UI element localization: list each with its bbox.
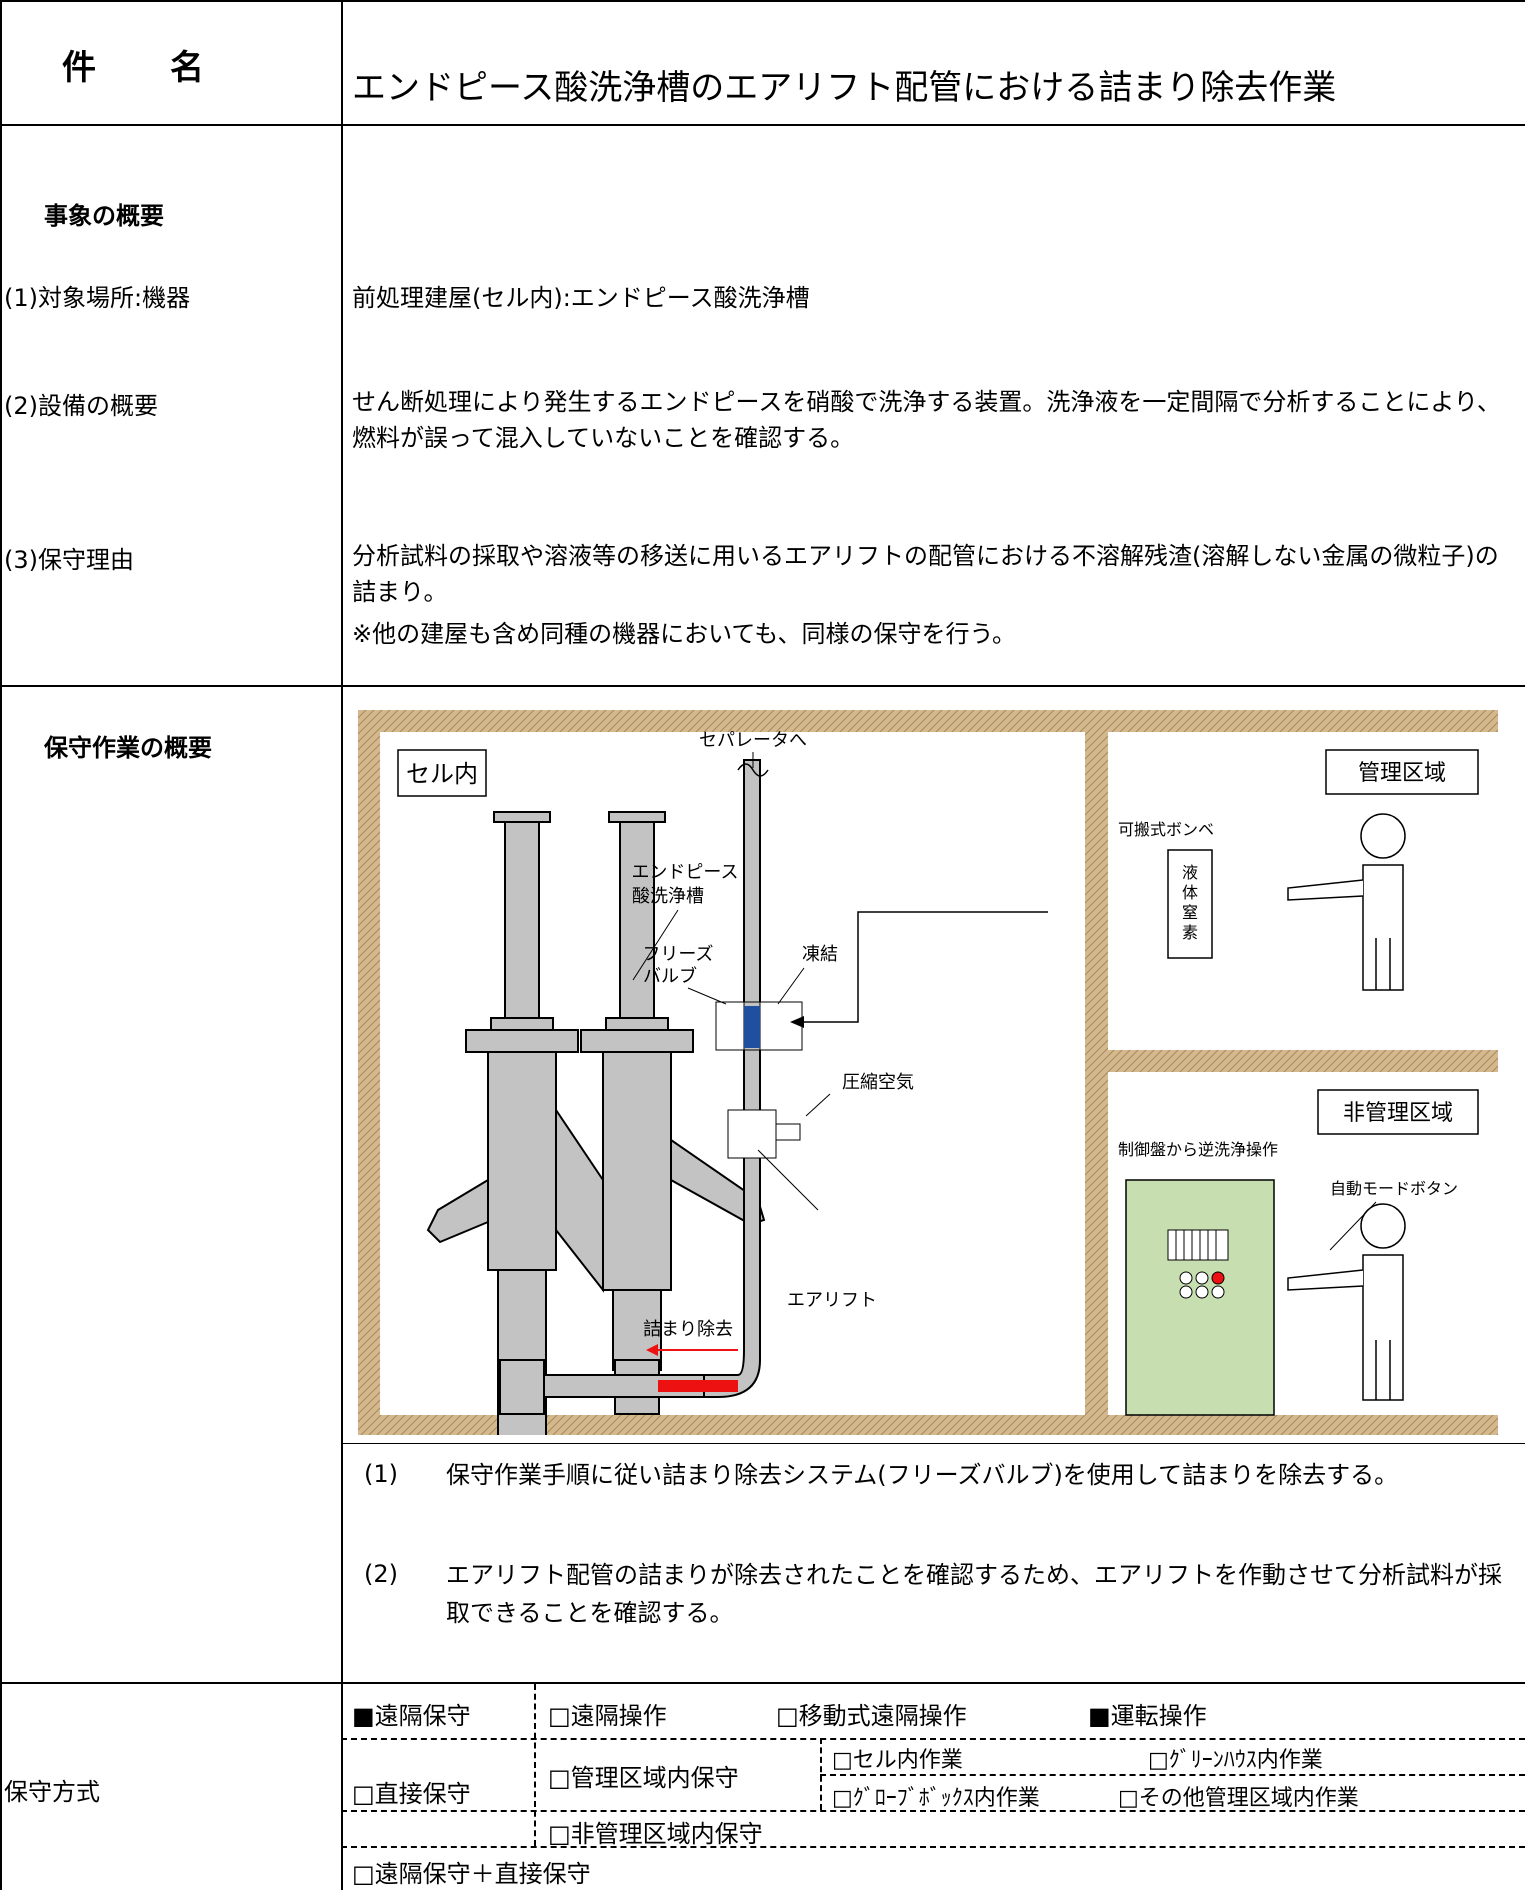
- maintenance-reason-text: 分析試料の採取や溶液等の移送に用いるエアリフトの配管における不溶解残渣(溶解しな…: [352, 542, 1499, 606]
- method-vdivider-2: [820, 1738, 822, 1810]
- diagram-divider: [341, 1443, 1525, 1444]
- nitrogen-char-2: 体: [1182, 883, 1198, 902]
- separator-label: セパレータへ: [699, 730, 807, 751]
- table-top-border: [0, 0, 1525, 2]
- tank-2-body: [602, 1051, 672, 1291]
- table-row-divider-3: [0, 1682, 1525, 1684]
- portable-cylinder-label: 可搬式ボンベ: [1118, 820, 1214, 839]
- target-location-text: 前処理建屋(セル内):エンドピース酸洗浄槽: [352, 284, 810, 312]
- subject-label: 件 名: [62, 48, 206, 88]
- nitrogen-char-3: 窒: [1182, 903, 1198, 922]
- glovebox-work-checkbox[interactable]: □ｸﾞﾛｰﾌﾞﾎﾞｯｸｽ内作業: [832, 1786, 1040, 1811]
- panel-backwash-label: 制御盤から逆洗浄操作: [1118, 1140, 1278, 1159]
- equipment-overview-label: (2)設備の概要: [4, 392, 158, 420]
- nitrogen-char-1: 液: [1182, 863, 1198, 882]
- air-lift-box: [727, 1109, 777, 1159]
- auto-mode-button-label: 自動モードボタン: [1330, 1179, 1458, 1198]
- combined-maintenance-checkbox[interactable]: □遠隔保守＋直接保守: [352, 1860, 591, 1888]
- page-title: エンドピース酸洗浄槽のエアリフト配管における詰まり除去作業: [352, 68, 1337, 108]
- remote-operation-checkbox[interactable]: □遠隔操作: [548, 1702, 667, 1730]
- maintenance-reason-note: ※他の建屋も含め同種の機器においても、同様の保守を行う。: [352, 620, 1017, 648]
- table-left-border: [0, 0, 2, 1890]
- table-row-divider-2: [0, 685, 1525, 687]
- non-controlled-area-maintenance-checkbox[interactable]: □非管理区域内保守: [548, 1820, 763, 1848]
- remote-maintenance-checkbox[interactable]: ■遠隔保守: [352, 1702, 471, 1730]
- clog-removal-label: 詰まり除去: [643, 1319, 733, 1340]
- summary-heading: 事象の概要: [44, 202, 164, 230]
- method-divider-3: [341, 1846, 1525, 1848]
- tank-2-neck: [619, 819, 655, 1021]
- other-controlled-work-checkbox[interactable]: □その他管理区域内作業: [1118, 1786, 1359, 1811]
- target-location-label: (1)対象場所:機器: [4, 284, 191, 312]
- freeze-valve-label-1: フリーズ: [642, 944, 713, 965]
- auto-mode-button: [1211, 1271, 1225, 1285]
- frozen-section: [744, 1006, 760, 1048]
- air-lift-label: エアリフト: [787, 1290, 877, 1311]
- compressed-air-label: 圧縮空気: [842, 1072, 914, 1093]
- method-divider-2: [341, 1810, 1525, 1812]
- table-column-divider: [341, 0, 343, 1890]
- maintenance-method-label: 保守方式: [4, 1778, 100, 1806]
- airlift-pipe: [703, 759, 761, 1398]
- step-2-number: (2): [364, 1560, 398, 1588]
- step-1-number: (1): [364, 1460, 398, 1488]
- work-overview-heading: 保守作業の概要: [44, 734, 212, 762]
- direct-maintenance-checkbox[interactable]: □直接保守: [352, 1780, 471, 1808]
- controlled-area-maintenance-checkbox[interactable]: □管理区域内保守: [548, 1764, 739, 1792]
- tank-label-line2: 酸洗浄槽: [632, 886, 704, 907]
- worker-icon-uncontrolled: [1287, 1203, 1406, 1401]
- step-1-text: 保守作業手順に従い詰まり除去システム(フリーズバルブ)を使用して詰まりを除去する…: [446, 1461, 1399, 1489]
- greenhouse-work-checkbox[interactable]: □ｸﾞﾘｰﾝﾊｳｽ内作業: [1148, 1748, 1323, 1773]
- step-2-text: エアリフト配管の詰まりが除去されたことを確認するため、エアリフトを作動させて分析…: [446, 1561, 1502, 1627]
- controlled-area-label: 管理区域: [1358, 761, 1446, 786]
- uncontrolled-area-label: 非管理区域: [1343, 1101, 1453, 1126]
- method-divider-1: [341, 1738, 1525, 1740]
- tank-1-neck: [504, 819, 540, 1021]
- tank-label-line1: エンドピース: [631, 862, 738, 883]
- clog-mark: [658, 1380, 738, 1392]
- table-row-divider-1: [0, 124, 1525, 126]
- cell-room: [380, 732, 1085, 1415]
- maintenance-diagram: セル内 詰まり除去 セパレータへ エンドピース 酸洗浄槽: [358, 710, 1498, 1435]
- method-divider-4: [820, 1774, 1525, 1776]
- worker-icon-controlled: [1287, 813, 1406, 991]
- frozen-label: 凍結: [802, 944, 838, 965]
- freeze-valve-label-2: バルブ: [643, 965, 697, 987]
- tank-1-body: [487, 1051, 557, 1271]
- cell-label: セル内: [406, 760, 478, 788]
- method-vdivider-1: [534, 1684, 536, 1846]
- cell-work-checkbox[interactable]: □セル内作業: [832, 1748, 963, 1773]
- nitrogen-char-4: 素: [1182, 923, 1198, 942]
- mobile-remote-operation-checkbox[interactable]: □移動式遠隔操作: [776, 1702, 967, 1730]
- operation-checkbox[interactable]: ■運転操作: [1088, 1702, 1207, 1730]
- maintenance-reason-label: (3)保守理由: [4, 546, 134, 574]
- equipment-overview-text: せん断処理により発生するエンドピースを硝酸で洗浄する装置。洗浄液を一定間隔で分析…: [352, 388, 1501, 452]
- nitrogen-cylinder: [1167, 849, 1213, 959]
